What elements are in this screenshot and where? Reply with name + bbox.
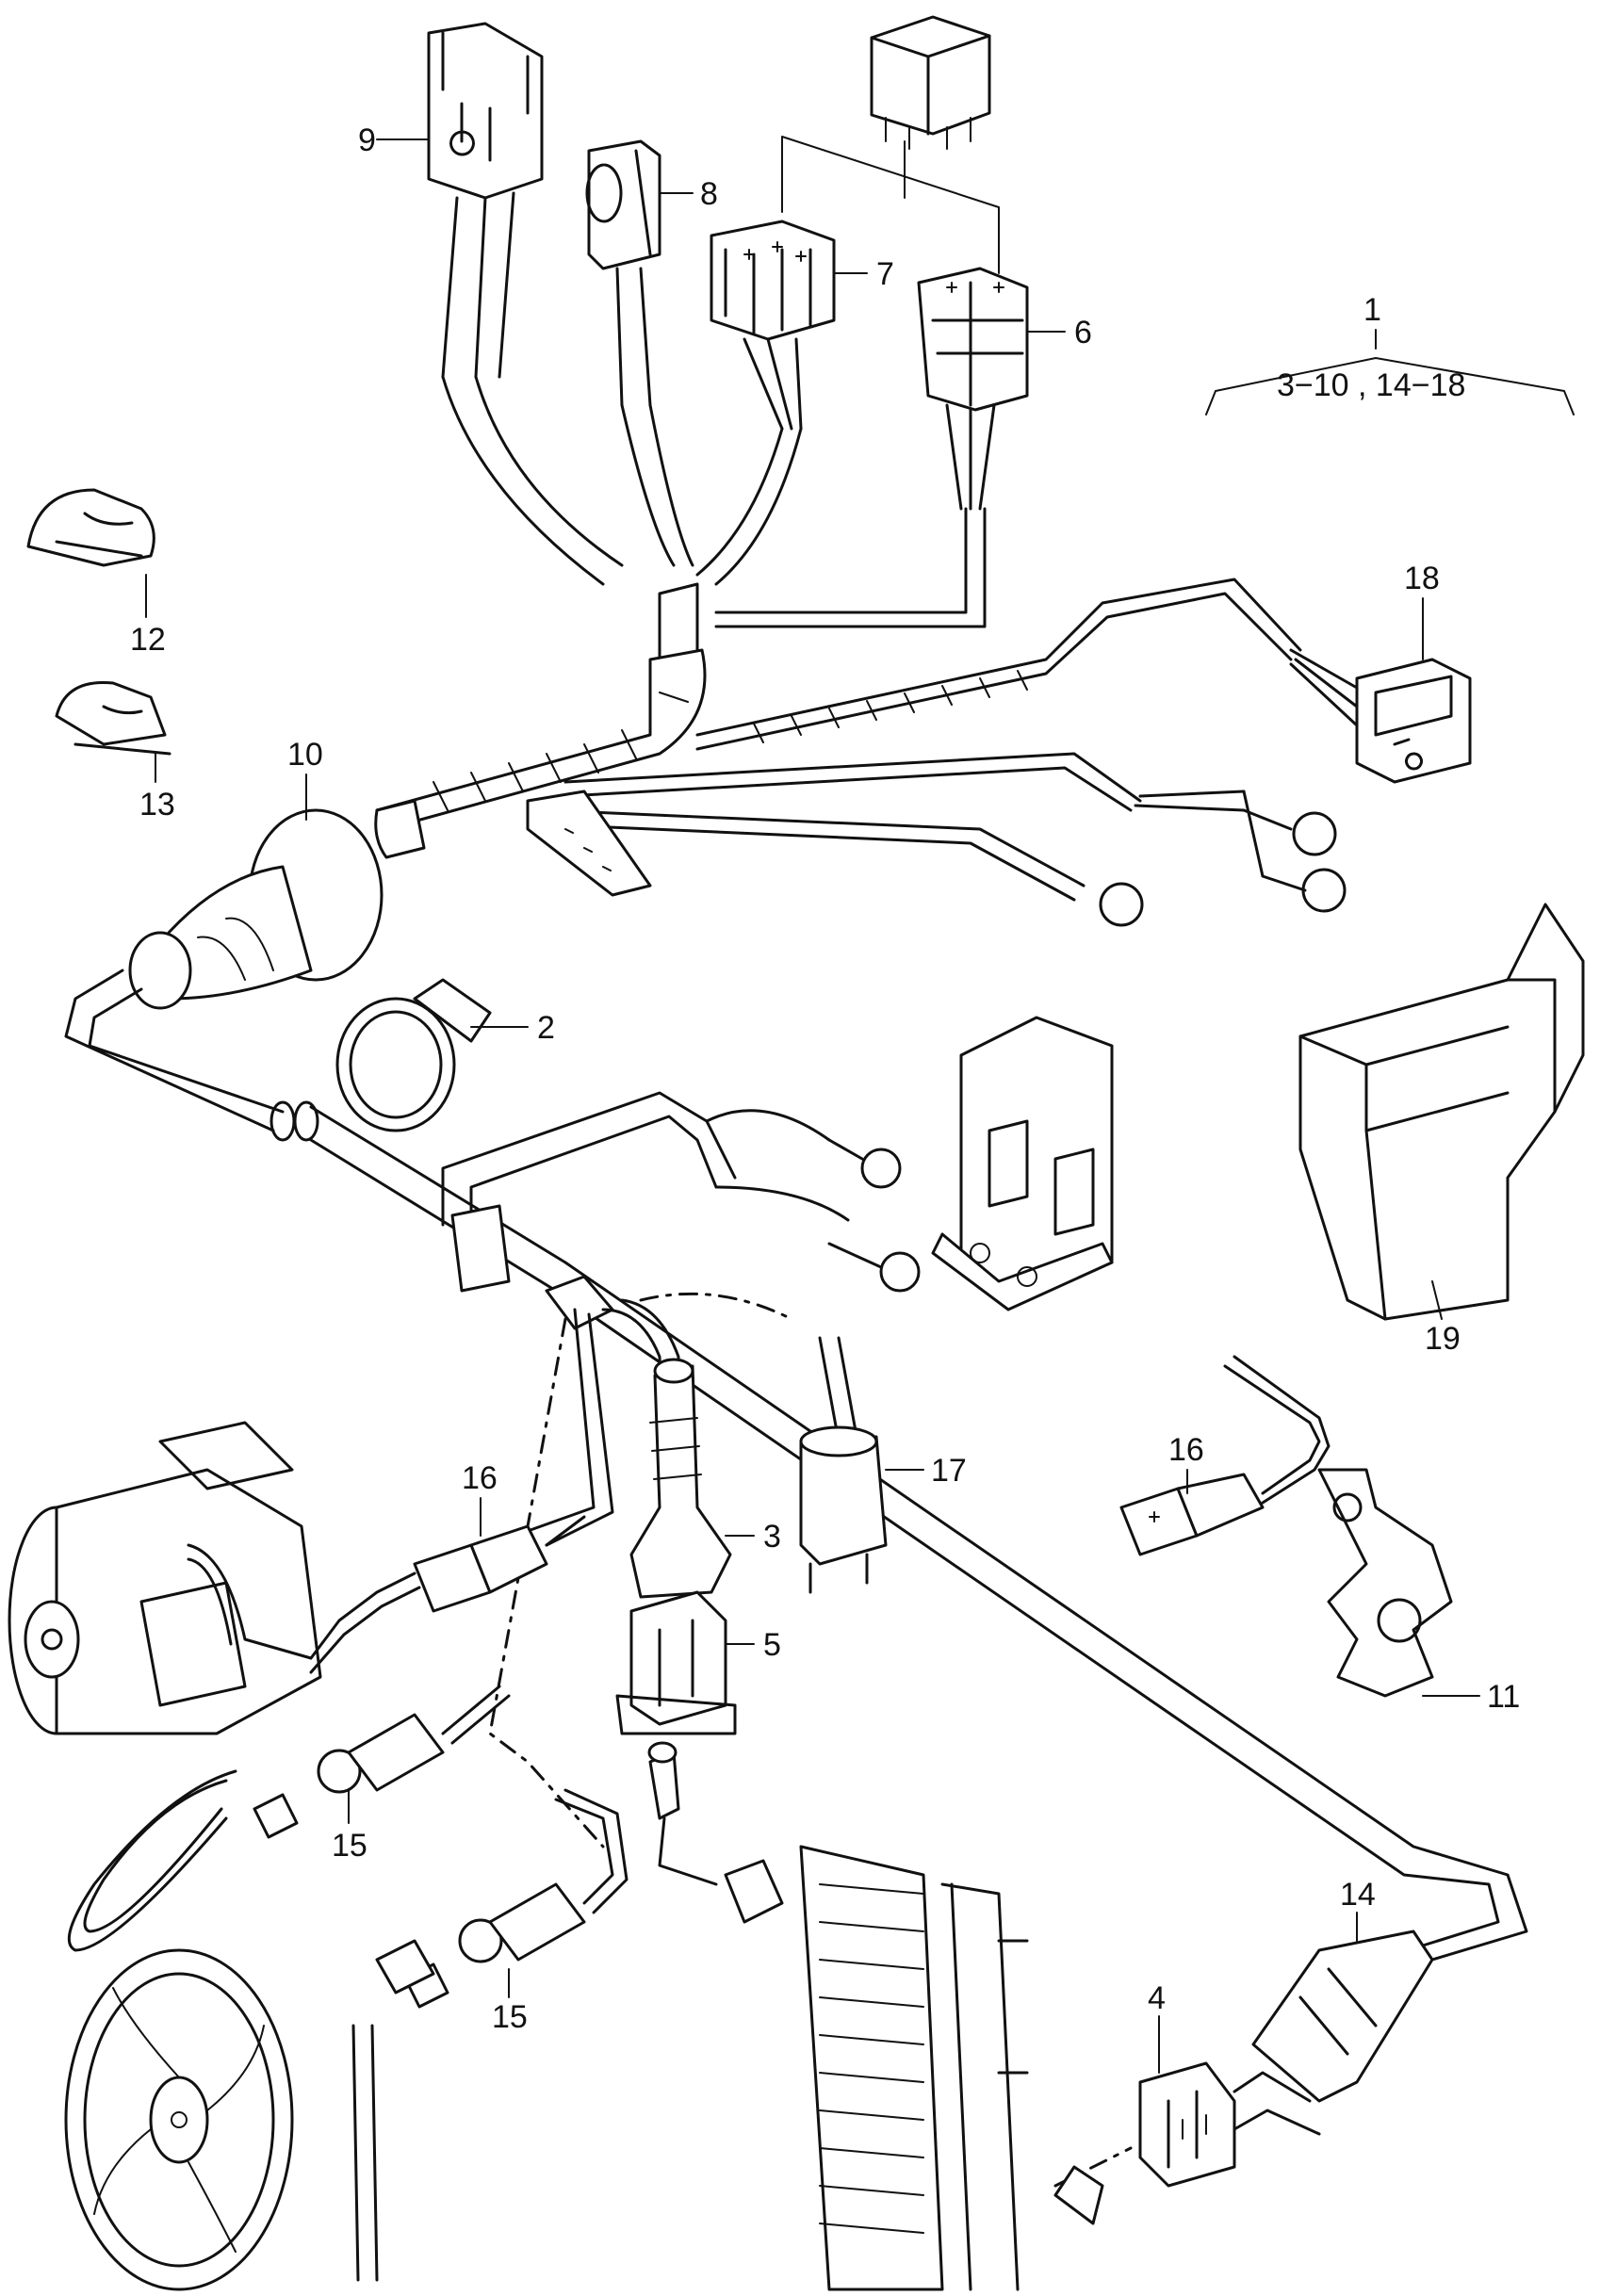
connector-part-4	[1138, 2061, 1321, 2188]
callout-16-right: 16	[1168, 1432, 1204, 1468]
callout-4: 4	[1148, 1980, 1166, 2016]
connector-part-9	[427, 22, 544, 379]
radiator	[799, 1845, 1029, 2291]
connector-part-16-left	[413, 1515, 586, 1613]
callout-3: 3	[763, 1519, 781, 1555]
strap-clamp-part-2	[335, 978, 492, 1132]
connector-part-16-right	[1119, 1355, 1331, 1556]
callout-17: 17	[931, 1453, 967, 1489]
connector-part-7	[710, 220, 836, 431]
wire-harness-upper	[374, 375, 1359, 927]
callout-11: 11	[1487, 1679, 1520, 1715]
connector-part-5	[615, 1590, 737, 1735]
sensor-part-15-upper	[253, 1685, 511, 1839]
sensor-part-15-lower	[403, 1788, 629, 2009]
callout-2: 2	[537, 1010, 555, 1046]
callout-14: 14	[1340, 1877, 1376, 1913]
connector-part-8	[585, 139, 661, 407]
grommet-part-10	[128, 808, 384, 1010]
callout-10: 10	[287, 737, 323, 773]
callout-16-left: 16	[462, 1460, 498, 1496]
clip-part-13	[55, 680, 171, 756]
pressure-switch	[647, 1741, 784, 1924]
radiator-sensor	[1053, 2165, 1104, 2225]
callout-1-range: 3−10 , 14−18	[1277, 367, 1465, 403]
callout-12: 12	[130, 622, 166, 658]
bracket-part-11	[1317, 1468, 1453, 1698]
callout-5: 5	[763, 1627, 781, 1663]
socket-part-17	[799, 1425, 888, 1594]
callout-9: 9	[358, 122, 376, 158]
wire-harness-lower	[64, 969, 1528, 1962]
cover-part-19	[1298, 903, 1585, 1321]
callout-18: 18	[1404, 561, 1440, 596]
callout-13: 13	[139, 787, 175, 822]
callout-7: 7	[876, 256, 894, 292]
callout-1: 1	[1363, 292, 1381, 328]
connector-part-6	[917, 267, 1029, 511]
compressor-wire	[309, 1571, 421, 1674]
connector-part-18	[1355, 658, 1472, 784]
callout-8: 8	[700, 176, 718, 212]
bracket-plate	[931, 1016, 1114, 1311]
cooling-fan	[64, 1939, 435, 2291]
boot-part-3	[629, 1358, 732, 1599]
compressor	[8, 1421, 322, 1735]
connector-part-14	[1251, 1930, 1434, 2103]
leader-lines	[145, 138, 1575, 2074]
loop-cable	[67, 1769, 237, 1952]
callout-15-lower: 15	[492, 1999, 528, 2035]
callout-19: 19	[1425, 1321, 1461, 1357]
callout-6: 6	[1074, 315, 1092, 350]
relay-part	[870, 15, 991, 150]
clip-part-12	[26, 488, 155, 567]
callout-15-upper: 15	[332, 1828, 367, 1864]
relay-bracket	[781, 136, 1000, 274]
